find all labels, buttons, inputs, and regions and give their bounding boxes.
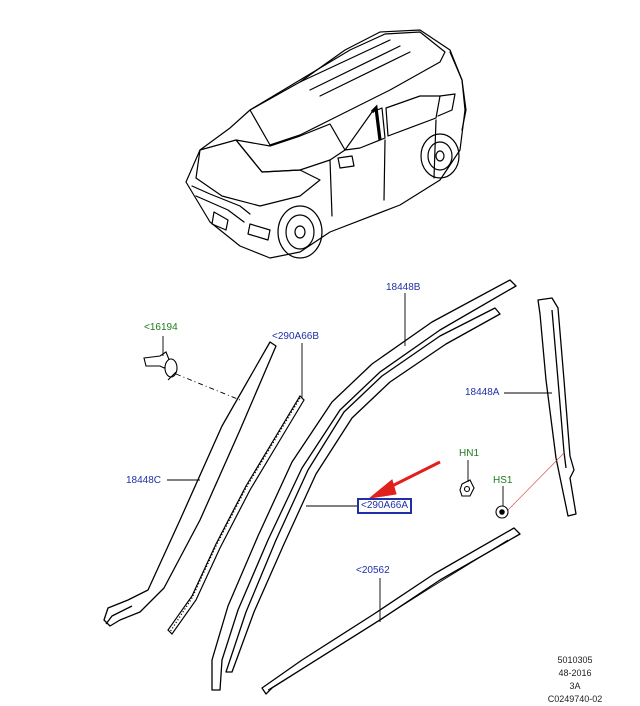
reference-line-3: 3A	[569, 681, 581, 691]
fastener-16194-leader-dash	[175, 373, 241, 401]
part-18448b-frame-finisher	[211, 279, 517, 691]
leader-lines	[162, 293, 552, 622]
part-290a66b-weatherstrip	[167, 395, 305, 635]
callout-20562[interactable]: <20562	[356, 565, 390, 576]
callout-hs1[interactable]: HS1	[493, 475, 513, 486]
vehicle-illustration	[185, 29, 467, 259]
reference-line-4: C0249740-02	[547, 694, 603, 704]
callout-18448c[interactable]: 18448C	[126, 475, 162, 486]
callout-290a66b[interactable]: <290A66B	[272, 331, 319, 342]
part-18448a-b-pillar	[537, 297, 577, 517]
fastener-hs1-screw	[495, 505, 509, 519]
callout-290a66a-selected[interactable]: <290A66A	[357, 498, 412, 514]
fastener-hs1-leader-thin	[507, 451, 566, 511]
callout-hn1[interactable]: HN1	[459, 448, 480, 459]
diagram-reference-block: 5010305 48-2016 3A C0249740-02	[520, 654, 630, 706]
reference-line-2: 48-2016	[558, 668, 592, 678]
highlight-arrow	[368, 460, 441, 499]
fastener-16194-clip	[143, 351, 178, 381]
callout-18448a[interactable]: 18448A	[465, 387, 500, 398]
vehicle-highlighted-pillar	[370, 104, 382, 141]
part-18448c-pillar-finisher	[103, 341, 277, 627]
callout-16194[interactable]: <16194	[144, 322, 178, 333]
reference-line-1: 5010305	[557, 655, 593, 665]
fastener-hn1-nut	[459, 479, 475, 497]
callout-18448b[interactable]: 18448B	[386, 282, 421, 293]
part-20562-waist-moulding	[261, 527, 521, 695]
